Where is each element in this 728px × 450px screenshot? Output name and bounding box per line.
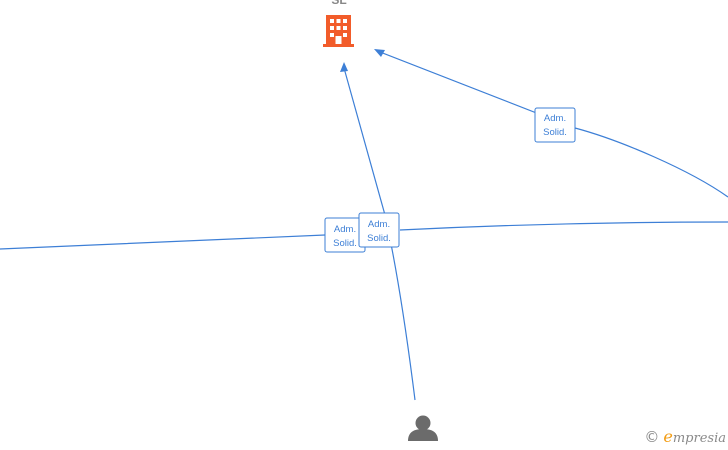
person-node[interactable] xyxy=(408,415,438,442)
person-icon xyxy=(408,415,438,441)
brand-logo: empresia xyxy=(663,427,726,446)
company-label: SL xyxy=(331,0,346,7)
edge-label-right[interactable]: Adm. Solid. xyxy=(534,107,576,143)
edge-right-to-company xyxy=(379,51,728,198)
edge-horizontal xyxy=(0,221,728,250)
watermark: © empresia xyxy=(644,427,726,446)
edge-label-person[interactable]: Adm. Solid. xyxy=(358,212,400,248)
edge-label-horizontal-line2: Solid. xyxy=(333,238,357,249)
brand-name-rest: mpresia xyxy=(672,431,726,446)
copyright-symbol: © xyxy=(644,428,660,446)
edge-label-right-line2: Solid. xyxy=(543,127,567,138)
arrow-head-right-edge xyxy=(374,49,385,57)
edge-label-person-line1: Adm. xyxy=(368,219,390,230)
arrow-head-person-edge xyxy=(340,62,348,72)
edge-label-horizontal-line1: Adm. xyxy=(334,224,356,235)
edge-label-right-line1: Adm. xyxy=(544,113,566,124)
brand-initial: e xyxy=(663,427,673,446)
building-icon xyxy=(323,15,354,47)
edge-label-horizontal[interactable]: Adm. Solid. xyxy=(324,217,366,253)
company-node[interactable]: SL xyxy=(323,0,354,47)
edge-label-person-line2: Solid. xyxy=(367,233,391,244)
